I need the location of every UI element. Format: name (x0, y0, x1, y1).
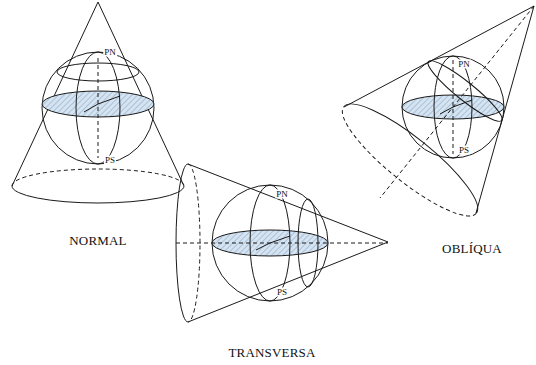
normal-cone (12, 2, 184, 203)
pole-label: PN (457, 60, 471, 69)
oblique-cone (330, 6, 534, 230)
pole-label: PS (458, 146, 470, 155)
projection-caption: NORMAL (69, 234, 127, 247)
projection-caption: OBLÍQUA (442, 242, 502, 255)
projection-caption: TRANSVERSA (228, 346, 315, 359)
pole-label: PS (276, 288, 288, 297)
transverse-cone (176, 164, 388, 322)
pole-label: PN (103, 48, 117, 57)
pole-label: PS (104, 156, 116, 165)
pole-label: PN (275, 190, 289, 199)
